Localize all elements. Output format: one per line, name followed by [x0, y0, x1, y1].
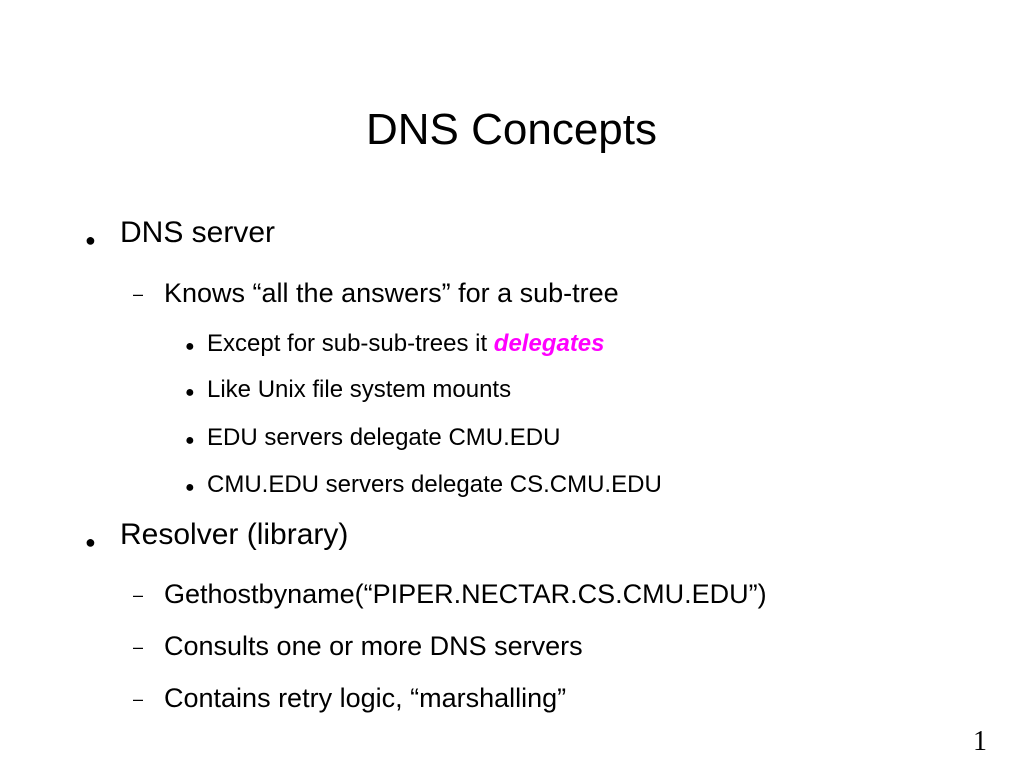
bullet-dot-icon: ●: [85, 532, 96, 552]
item-text: Like Unix file system mounts: [207, 376, 512, 403]
bullet-item-dns-server: ● DNS server: [0, 216, 1023, 256]
bullet-dot-icon: ●: [185, 338, 195, 355]
bullet-item-gethostbyname: – Gethostbyname(“PIPER.NECTAR.CS.CMU.EDU…: [0, 579, 1023, 615]
bullet-item-resolver: ● Resolver (library): [0, 518, 1023, 558]
bullet-dash-icon: –: [133, 689, 144, 709]
bullet-item-retry-logic: – Contains retry logic, “marshalling”: [0, 683, 1023, 719]
bullet-dash-icon: –: [133, 585, 144, 605]
bullet-dash-icon: –: [133, 637, 144, 657]
bullet-dot-icon: ●: [185, 479, 195, 496]
bullet-item-edu-delegate: ● EDU servers delegate CMU.EDU: [0, 424, 1023, 456]
bullet-item-knows-answers: – Knows “all the answers” for a sub-tree: [0, 278, 1023, 314]
item-text: DNS server: [120, 216, 276, 249]
bullet-dot-icon: ●: [185, 384, 195, 401]
page-number: 1: [973, 726, 987, 757]
bullet-dot-icon: ●: [85, 230, 96, 250]
item-text: Gethostbyname(“PIPER.NECTAR.CS.CMU.EDU”): [164, 579, 767, 609]
bullet-item-consults-servers: – Consults one or more DNS servers: [0, 631, 1023, 667]
slide-title: DNS Concepts: [365, 105, 657, 154]
item-text: Contains retry logic, “marshalling”: [164, 683, 567, 713]
bullet-item-unix-mounts: ● Like Unix file system mounts: [0, 376, 1023, 408]
bullet-item-cmu-delegate: ● CMU.EDU servers delegate CS.CMU.EDU: [0, 471, 1023, 503]
emphasis-text: delegates: [493, 330, 605, 357]
item-text: EDU servers delegate CMU.EDU: [207, 424, 561, 451]
bullet-dash-icon: –: [133, 284, 144, 304]
item-text: Knows “all the answers” for a sub-tree: [164, 278, 619, 308]
item-text: Resolver (library): [120, 518, 349, 551]
bullet-item-except-subtrees: ● Except for sub-sub-trees it delegates: [0, 330, 1023, 362]
item-text: Except for sub-sub-trees it: [207, 330, 494, 357]
item-text: CMU.EDU servers delegate CS.CMU.EDU: [207, 471, 662, 498]
item-text: Consults one or more DNS servers: [164, 631, 583, 661]
bullet-dot-icon: ●: [185, 432, 195, 449]
